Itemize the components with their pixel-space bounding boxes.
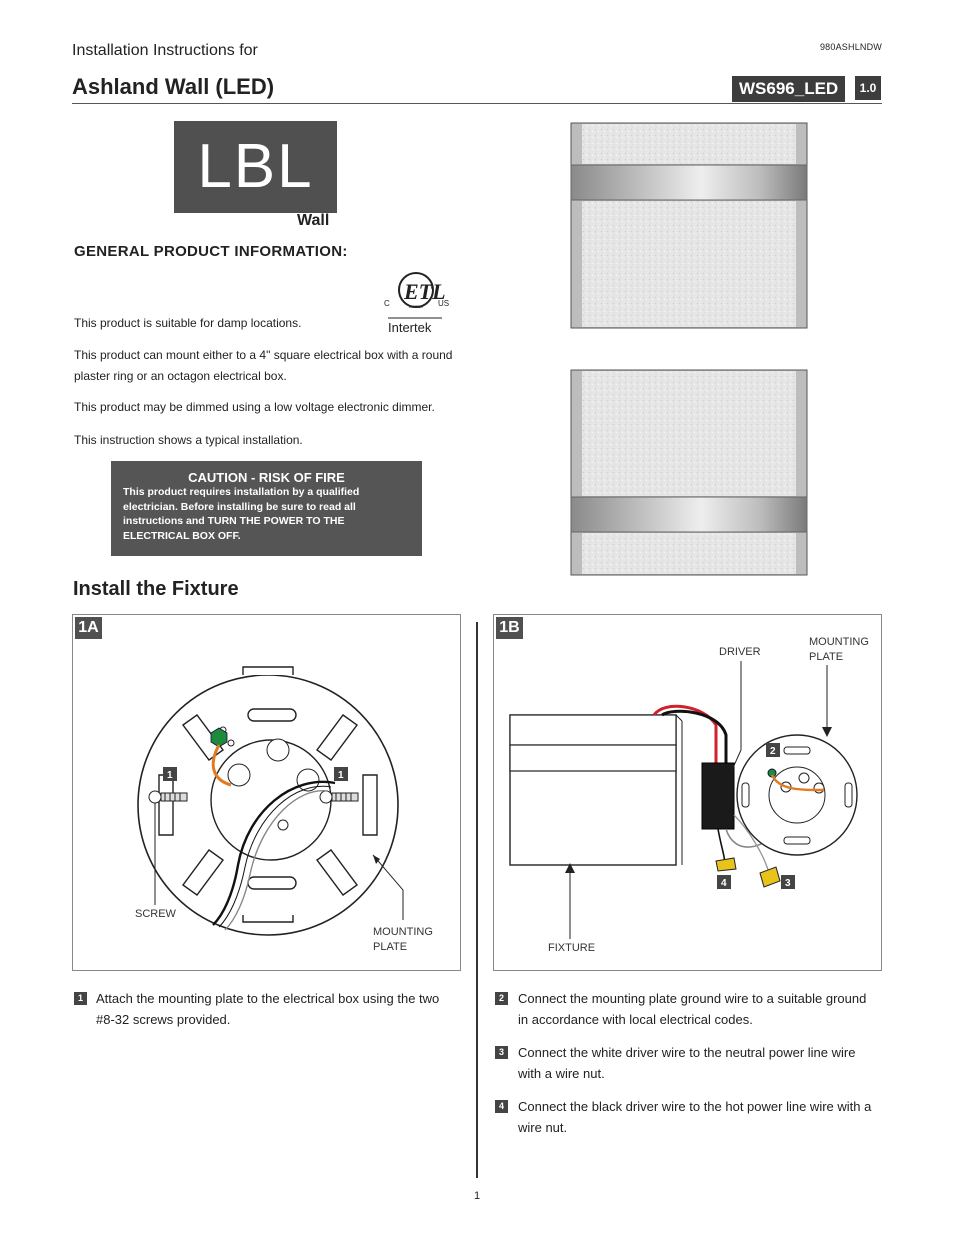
column-divider — [476, 622, 478, 1178]
callout-1-left: 1 — [167, 770, 173, 781]
driver-label: DRIVER — [719, 646, 761, 658]
caution-box: CAUTION - RISK OF FIRE This product requ… — [111, 461, 422, 556]
panel-1a: 1A — [72, 614, 461, 971]
info-paragraph-2: This product can mount either to a 4" sq… — [74, 348, 453, 383]
callout-2: 2 — [770, 746, 776, 757]
plate-label-1a-line2: PLATE — [373, 941, 407, 953]
callout-3: 3 — [785, 878, 791, 889]
model-badge: WS696_LED — [732, 76, 846, 102]
svg-text:ETL: ETL — [403, 279, 446, 304]
doc-code: 980ASHLNDW — [819, 42, 882, 52]
info-paragraph-4: This instruction shows a typical install… — [74, 433, 303, 447]
doc-subtitle: Installation Instructions for — [72, 42, 258, 59]
step-2-num: 2 — [495, 992, 508, 1005]
step-3: 3 Connect the white driver wire to the n… — [495, 1042, 880, 1084]
wiring-diagram: 2 3 4 DRIVER MOUNTING PLATE FIXTURE — [509, 636, 869, 954]
panel-1a-tag: 1A — [75, 617, 102, 639]
panel-1b: 1B 2 — [493, 614, 882, 971]
fixture-label: FIXTURE — [548, 942, 595, 954]
header-rule — [72, 103, 882, 104]
plate-label-1b-line2: PLATE — [809, 651, 843, 663]
screw-label: SCREW — [135, 908, 177, 920]
fixture-render-down — [570, 369, 808, 576]
plate-label-1b-line1: MOUNTING — [809, 636, 869, 648]
etl-listed-mark-icon: ETL C US LISTED Intertek — [384, 272, 449, 335]
cert-c: C — [384, 299, 390, 308]
page-number: 1 — [474, 1190, 481, 1202]
caution-body: This product requires installation by a … — [123, 486, 360, 542]
step-1: 1 Attach the mounting plate to the elect… — [74, 988, 454, 1030]
step-2: 2 Connect the mounting plate ground wire… — [495, 988, 880, 1030]
fixture-render-up — [570, 122, 808, 329]
caution-title: CAUTION - RISK OF FIRE — [188, 470, 345, 485]
version-badge: 1.0 — [855, 76, 881, 100]
callout-4: 4 — [721, 878, 727, 889]
step-3-num: 3 — [495, 1046, 508, 1059]
callout-1-right: 1 — [338, 770, 344, 781]
step-2-text: Connect the mounting plate ground wire t… — [518, 991, 867, 1027]
step-4: 4 Connect the black driver wire to the h… — [495, 1096, 880, 1138]
cert-listed: LISTED — [409, 304, 423, 309]
step-3-text: Connect the white driver wire to the neu… — [518, 1045, 856, 1081]
brand-logo: LBL — [174, 121, 337, 213]
info-paragraph-3: This product may be dimmed using a low v… — [74, 400, 435, 414]
general-info-heading: GENERAL PRODUCT INFORMATION: — [74, 243, 348, 260]
step-1-text: Attach the mounting plate to the electri… — [96, 991, 440, 1027]
cert-brand: Intertek — [388, 320, 432, 335]
panel-1b-tag: 1B — [496, 617, 523, 639]
info-paragraph-1: This product is suitable for damp locati… — [74, 316, 302, 330]
page-title: Ashland Wall (LED) — [72, 74, 275, 99]
section-title: Install the Fixture — [73, 578, 239, 600]
step-1-num: 1 — [74, 992, 87, 1005]
step-4-num: 4 — [495, 1100, 508, 1113]
brand-logo-sub: Wall — [297, 212, 330, 229]
plate-label-1a-line1: MOUNTING — [373, 926, 433, 938]
cert-us: US — [438, 299, 449, 308]
mounting-plate-diagram: 1 1 SCREW MOUNTING PLATE — [135, 666, 433, 953]
step-4-text: Connect the black driver wire to the hot… — [518, 1099, 872, 1135]
